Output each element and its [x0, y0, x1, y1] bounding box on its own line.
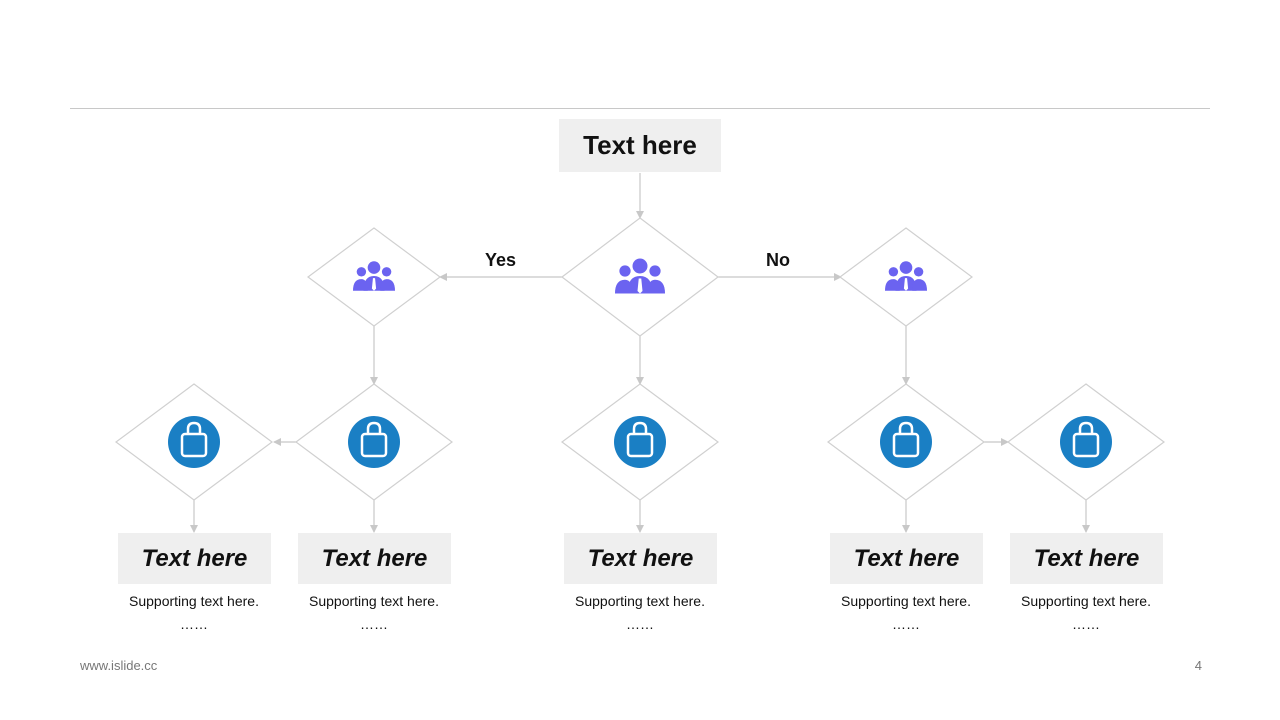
leaf-title-5: Text here: [1010, 533, 1163, 584]
leaf-support-1: Supporting text here.: [129, 593, 259, 609]
shopping-bag-icon: [346, 414, 402, 470]
page-number: 4: [1194, 658, 1202, 673]
top-divider: [70, 108, 1210, 109]
leaf-support-5: Supporting text here.: [1021, 593, 1151, 609]
yes-label: Yes: [485, 250, 517, 270]
leaf-support-4: Supporting text here.: [841, 593, 971, 609]
leaf-support-3: Supporting text here.: [575, 593, 705, 609]
leaf-title-2: Text here: [298, 533, 451, 584]
connectors: [190, 173, 1090, 533]
shopping-bag-icon: [878, 414, 934, 470]
shopping-bag-icon: [1058, 414, 1114, 470]
leaf-title-3: Text here: [564, 533, 717, 584]
leaf-ellipsis-5: ……: [1072, 616, 1100, 632]
leaf-ellipsis-4: ……: [892, 616, 920, 632]
leaf-support-2: Supporting text here.: [309, 593, 439, 609]
root-node: Text here: [559, 119, 721, 172]
leaf-title-1: Text here: [118, 533, 271, 584]
leaf-title-4: Text here: [830, 533, 983, 584]
no-label: No: [766, 250, 790, 270]
footer-url[interactable]: www.islide.cc: [80, 658, 158, 673]
shopping-bag-icon: [612, 414, 668, 470]
leaf-ellipsis-3: ……: [626, 616, 654, 632]
shopping-bag-icon: [166, 414, 222, 470]
leaf-ellipsis-1: ……: [180, 616, 208, 632]
leaf-ellipsis-2: ……: [360, 616, 388, 632]
